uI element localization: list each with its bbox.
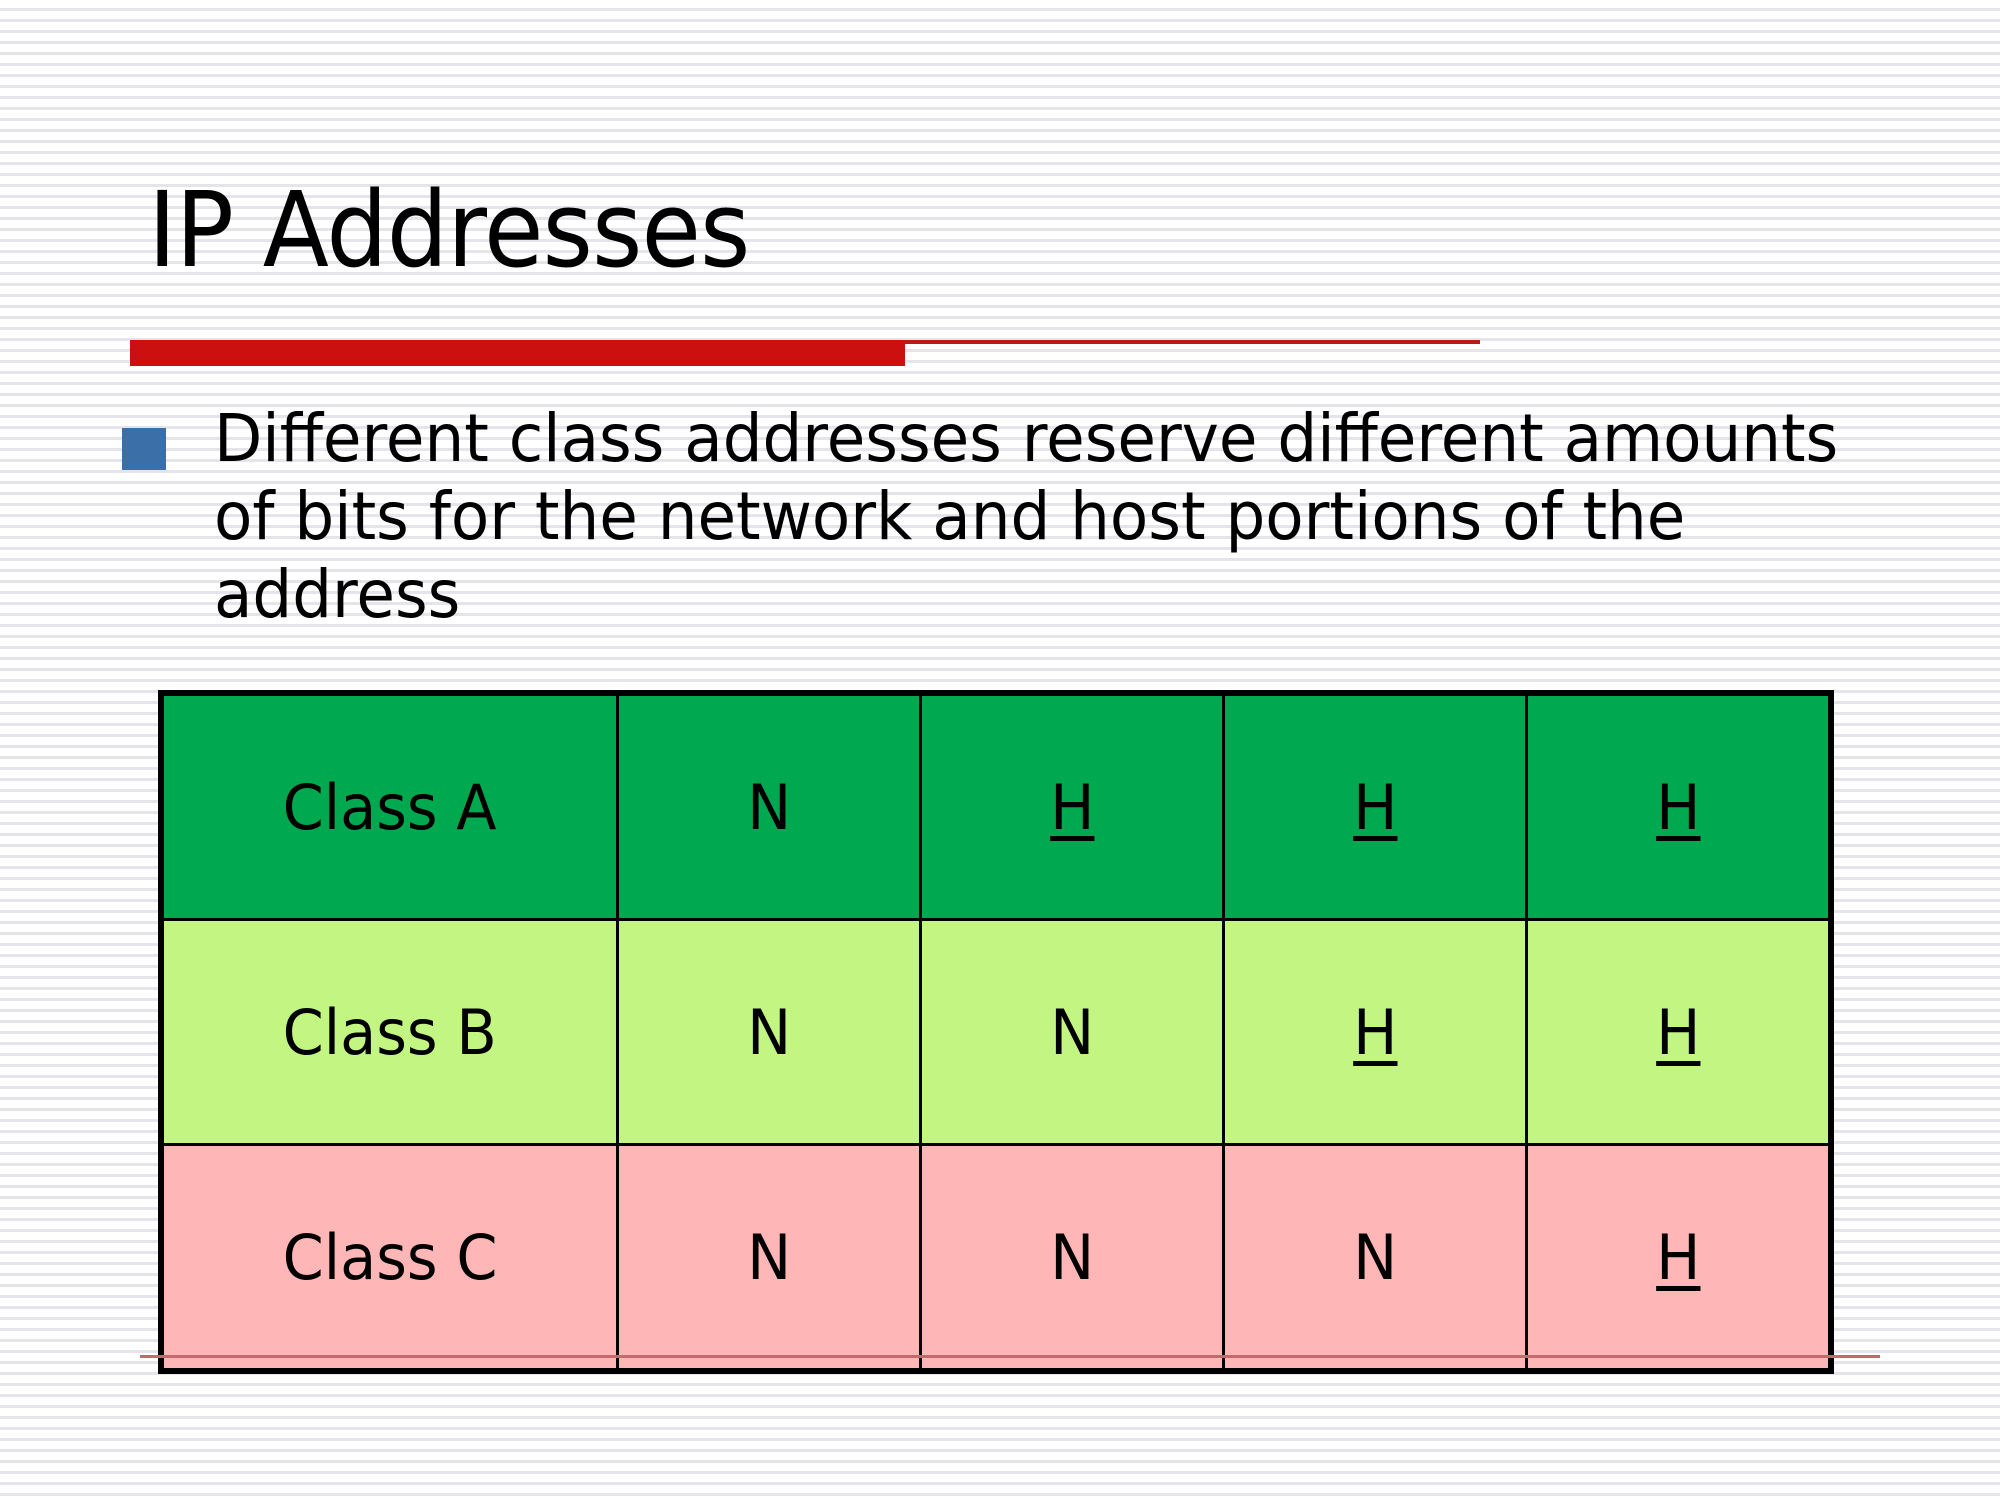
class-label-cell: Class C — [159, 1143, 619, 1373]
class-label-cell: Class B — [159, 918, 619, 1146]
bit-cell: N — [616, 918, 922, 1146]
bit-cell-text: H — [1352, 770, 1398, 844]
bit-cell: H — [1222, 691, 1528, 921]
square-bullet-icon — [122, 428, 166, 470]
class-label-text: Class C — [282, 1220, 498, 1294]
bit-cell: N — [919, 918, 1225, 1146]
table-row: Class A N H H H — [159, 691, 1833, 921]
title-rule-thin-segment — [905, 340, 1480, 344]
bullet-line-2: of bits for the network and host portion… — [214, 477, 1686, 555]
bit-cell: H — [919, 691, 1225, 921]
bullet-line-1: Different class addresses reserve differ… — [214, 400, 1839, 477]
class-label-text: Class A — [283, 770, 497, 844]
bit-cell-text: H — [1655, 995, 1701, 1069]
title-rule-thick-segment — [130, 340, 905, 366]
bit-cell: N — [1222, 1143, 1528, 1373]
title-separator-rule — [130, 340, 1480, 366]
bit-cell-text: H — [1352, 995, 1398, 1069]
bottom-separator-rule — [140, 1355, 1880, 1358]
bullet-text-block: Different class addresses reserve differ… — [214, 400, 1839, 634]
page-title: IP Addresses — [148, 169, 750, 291]
class-label-text: Class B — [282, 995, 498, 1069]
bit-cell-text: N — [1352, 1220, 1398, 1294]
bit-cell: H — [1525, 691, 1833, 921]
bit-cell-text: N — [746, 770, 792, 844]
table-row: Class B N N H H — [159, 918, 1833, 1146]
bit-cell-text: H — [1655, 770, 1701, 844]
bit-cell: N — [616, 691, 922, 921]
bit-cell: N — [616, 1143, 922, 1373]
bit-cell-text: N — [746, 1220, 792, 1294]
bit-cell-text: N — [746, 995, 792, 1069]
bit-cell: N — [919, 1143, 1225, 1373]
table-row: Class C N N N H — [159, 1143, 1833, 1373]
bit-cell-text: N — [1049, 995, 1095, 1069]
bit-cell: H — [1222, 918, 1528, 1146]
bit-cell-text: H — [1655, 1220, 1701, 1294]
class-label-cell: Class A — [159, 691, 619, 921]
bit-cell-text: H — [1049, 770, 1095, 844]
bullet-line-3: address — [214, 555, 461, 633]
ip-class-table: Class A N H H H Class B — [158, 690, 1834, 1374]
bit-cell-text: N — [1049, 1220, 1095, 1294]
bit-cell: H — [1525, 1143, 1833, 1373]
bit-cell: H — [1525, 918, 1833, 1146]
